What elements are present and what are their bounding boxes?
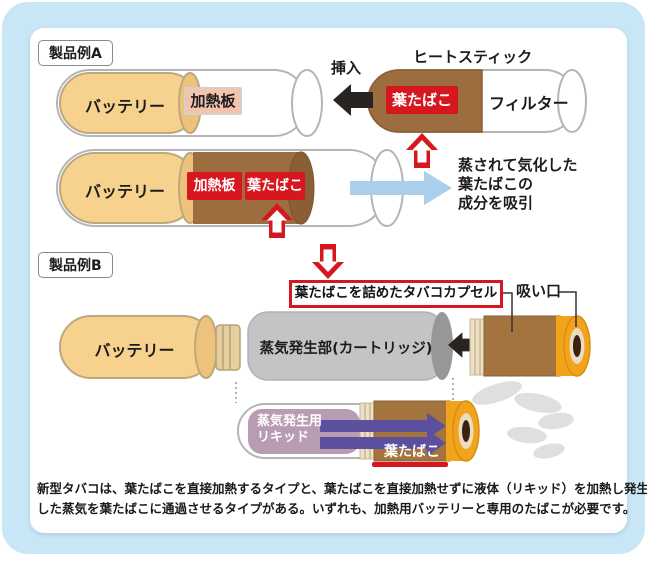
smoke-graphic <box>472 381 574 459</box>
highlight-arrow-up-1 <box>406 133 438 168</box>
footer-text-line2: した蒸気を葉たばこに通過させるタイプがある。いずれも、加熱用バッテリーと専用のた… <box>37 501 636 516</box>
capsule-callout-label: 葉たばこを詰めたタバコカプセル <box>289 280 503 308</box>
inhale-arrow <box>350 171 452 205</box>
heater-plate-a2-label: 加熱板 <box>187 172 242 200</box>
vapor-unit-label: 蒸気発生部(カートリッジ) <box>259 341 433 357</box>
leaf-tobacco-a2-label: 葉たばこ <box>245 172 305 200</box>
inhale-note-line1: 蒸されて気化した <box>458 156 578 174</box>
battery-b-label: バッテリー <box>94 341 175 360</box>
section-b-label: 製品例B <box>38 252 113 278</box>
insert-label: 挿入 <box>331 59 362 77</box>
insert-arrow <box>333 84 373 116</box>
liquid-label-line1: 蒸気発生用 <box>257 414 323 429</box>
tobacco-capsule <box>469 315 591 377</box>
vapor-unit-cylinder <box>247 311 453 381</box>
capsule-pointer-line <box>502 292 513 332</box>
leaf-tobacco-b-label: 葉たばこ <box>384 444 440 460</box>
liquid-label-line2: リキッド <box>257 430 310 445</box>
mouthpiece-label: 吸い口 <box>516 282 562 300</box>
highlight-arrow-down <box>312 244 344 279</box>
leaf-tobacco-underline <box>372 462 448 467</box>
battery-b-cylinder <box>59 315 241 379</box>
heater-plate-a1-label: 加熱板 <box>184 87 242 115</box>
footer-text-line1: 新型タバコは、葉たばこを直接加熱するタイプと、葉たばこを直接加熱せずに液体（リキ… <box>37 481 647 496</box>
section-a-label: 製品例A <box>38 40 113 66</box>
battery-a2-label: バッテリー <box>84 182 165 201</box>
liquid-label: 蒸気発生用 リキッド <box>257 414 322 446</box>
filter-label: フィルター <box>489 94 569 113</box>
leaf-tobacco-a1-label: 葉たばこ <box>386 86 458 114</box>
inhale-note: 蒸されて気化した 葉たばこの 成分を吸引 <box>458 156 578 213</box>
inhale-note-line3: 成分を吸引 <box>458 194 534 212</box>
mouthpiece-pointer-line <box>559 291 577 327</box>
inhale-note-line2: 葉たばこの <box>458 175 534 193</box>
battery-a1-cylinder <box>59 72 202 134</box>
heat-stick-label: ヒートスティック <box>413 48 533 66</box>
battery-a1-label: バッテリー <box>84 97 165 116</box>
